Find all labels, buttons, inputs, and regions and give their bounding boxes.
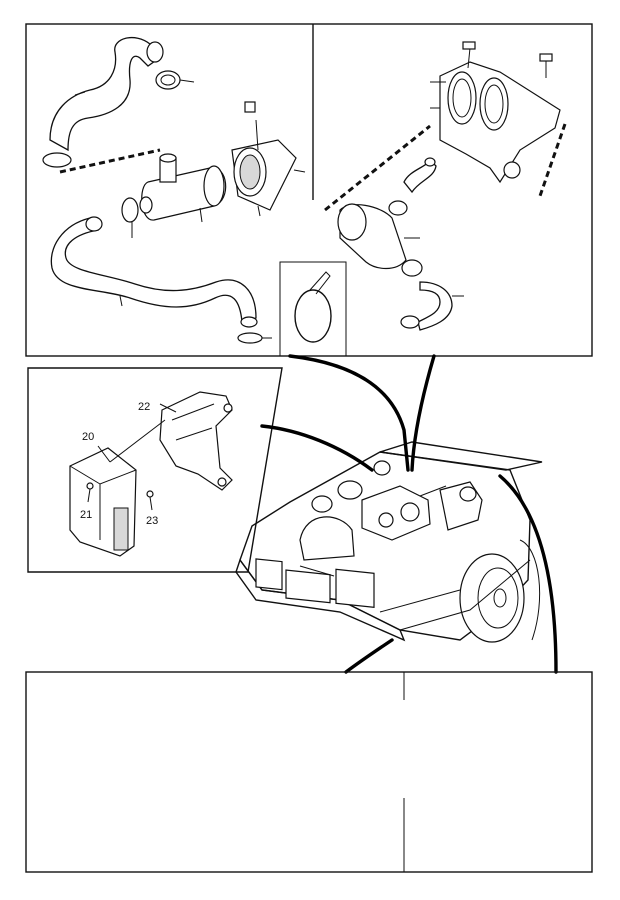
connector-top-panel-right <box>410 354 436 472</box>
callout-23: 23 <box>146 515 158 527</box>
car-illustration <box>235 441 543 643</box>
grille <box>285 569 331 604</box>
mounting-bracket <box>430 41 561 184</box>
top-panel <box>25 23 593 357</box>
headlight-right <box>335 568 375 608</box>
screw <box>146 490 154 511</box>
hose-right <box>400 281 464 331</box>
support-bracket <box>159 391 233 491</box>
strap-inset <box>279 261 347 357</box>
connector-top-panel-left <box>288 354 410 472</box>
callout-21: 21 <box>80 509 92 521</box>
headlight-left <box>255 558 283 591</box>
front-wheel <box>459 539 541 643</box>
small-elbow <box>403 157 437 194</box>
clamp-bottom <box>237 332 272 344</box>
hose-bottom-end <box>42 152 72 168</box>
bottom-table-frame <box>25 671 593 873</box>
hose-clamp-top <box>155 70 195 90</box>
dashed-reference-line-right-b <box>538 123 567 197</box>
clamp-left <box>121 196 153 238</box>
bottom-table <box>25 671 593 873</box>
hose-end <box>146 41 164 63</box>
callout-22: 22 <box>138 401 150 413</box>
leader-line <box>109 419 166 463</box>
upper-hose <box>42 36 164 168</box>
bolt-head <box>244 101 256 113</box>
control-unit-inset-frame <box>27 367 283 573</box>
valve-body-right <box>337 200 423 277</box>
valve-body <box>141 153 227 223</box>
connector-inset <box>260 424 374 472</box>
control-module <box>69 445 137 557</box>
connector-bottom-right <box>498 474 558 674</box>
dashed-reference-line-left <box>59 148 161 174</box>
lower-long-hose <box>50 216 258 328</box>
engine-bay <box>299 460 483 577</box>
callout-20: 20 <box>82 431 94 443</box>
top-panel-frame <box>25 23 593 357</box>
dashed-reference-line-right-a <box>324 124 431 212</box>
connector-lines <box>260 354 558 674</box>
air-housing <box>231 101 306 217</box>
connector-bottom-left <box>344 638 394 674</box>
control-unit-inset: 22 20 21 23 <box>27 367 283 573</box>
